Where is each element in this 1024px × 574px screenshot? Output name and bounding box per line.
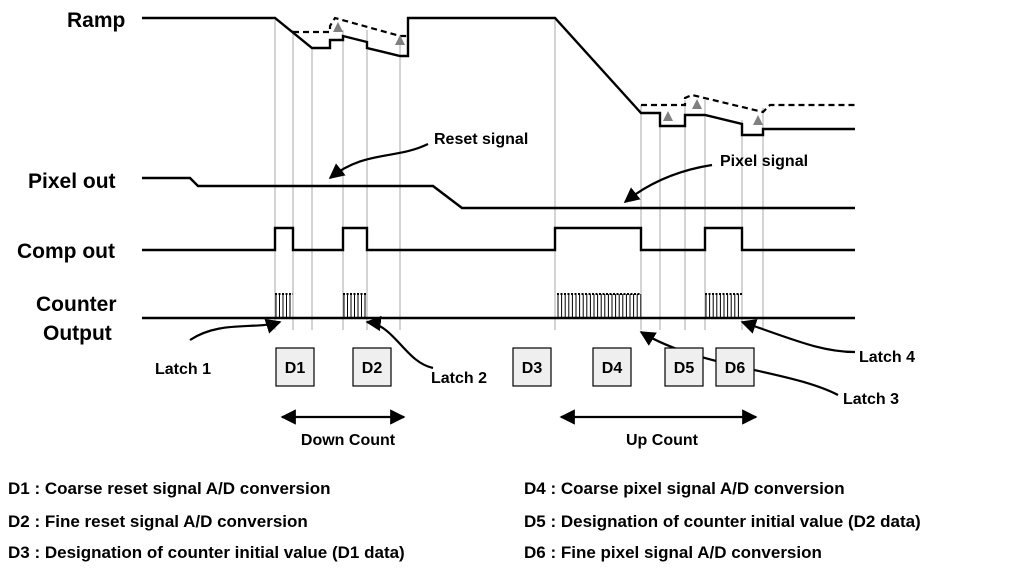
latch1-annotation: Latch 1	[155, 361, 211, 378]
phase-d5-label: D5	[674, 360, 695, 377]
latch2-arrow	[365, 315, 434, 370]
down-count-label: Down Count	[301, 432, 396, 449]
sample-markers	[333, 22, 763, 125]
legend-item-d5: D5 : Designation of counter initial valu…	[524, 512, 921, 531]
phase-d1-label: D1	[285, 360, 306, 377]
comp-out-waveform	[142, 226, 855, 252]
up-count-label: Up Count	[626, 432, 699, 449]
ramp-coarse-reference	[293, 16, 408, 38]
legend-item-d2: D2 : Fine reset signal A/D conversion	[8, 512, 308, 531]
pixel-signal-arrow	[623, 163, 713, 203]
legend-item-d1: D1 : Coarse reset signal A/D conversion	[8, 479, 330, 498]
phase-box-d2: D2	[352, 347, 392, 387]
latch4-annotation: Latch 4	[859, 349, 915, 366]
timing-guides	[274, 20, 764, 330]
phase-box-d6: D6	[715, 347, 755, 387]
pixel-out-waveform	[142, 176, 855, 210]
counter-pulses	[275, 293, 742, 318]
legend-item-d4: D4 : Coarse pixel signal A/D conversion	[524, 479, 845, 498]
phase-box-d4: D4	[592, 347, 632, 387]
phase-d3-label: D3	[522, 360, 543, 377]
legend-item-d3: D3 : Designation of counter initial valu…	[8, 543, 405, 562]
latch2-annotation: Latch 2	[431, 370, 487, 387]
counter-output-label-line2: Output	[43, 322, 112, 345]
ramp-label: Ramp	[67, 9, 125, 32]
comp-out-label: Comp out	[17, 240, 115, 263]
latch3-annotation: Latch 3	[843, 391, 899, 408]
reset-signal-arrow	[328, 143, 429, 179]
latch4-arrow	[740, 319, 856, 354]
phase-d4-label: D4	[602, 360, 623, 377]
reset-signal-annotation: Reset signal	[434, 131, 528, 148]
pixel-signal-annotation: Pixel signal	[720, 153, 808, 170]
ramp-waveform	[142, 16, 855, 137]
phase-d6-label: D6	[725, 360, 746, 377]
pixel-out-label: Pixel out	[28, 170, 116, 193]
phase-box-d5: D5	[664, 347, 704, 387]
counter-output-label-line1: Counter	[36, 293, 117, 316]
legend-item-d6: D6 : Fine pixel signal A/D conversion	[524, 543, 822, 562]
phase-box-d3: D3	[512, 347, 552, 387]
latch1-arrow	[189, 318, 282, 341]
ramp-pixel-reference	[641, 93, 855, 114]
phase-d2-label: D2	[362, 360, 383, 377]
phase-box-d1: D1	[275, 347, 315, 387]
